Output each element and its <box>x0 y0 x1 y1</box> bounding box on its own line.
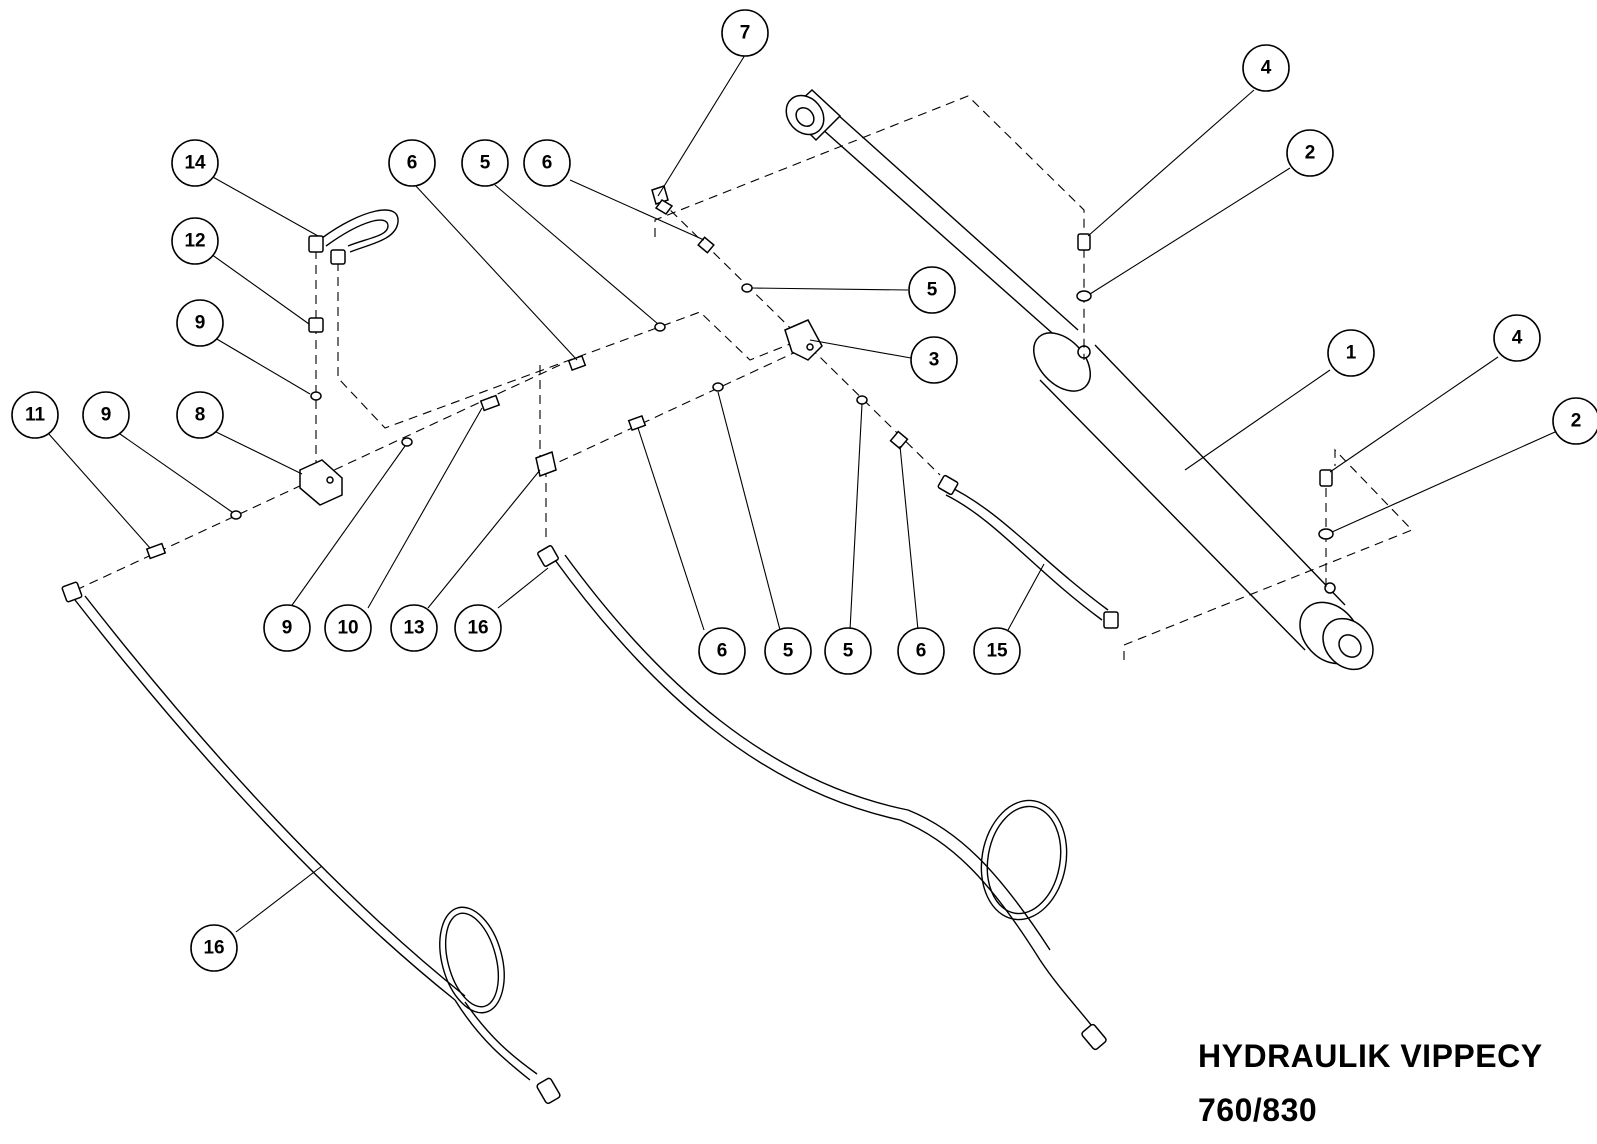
callout-part-15: 15 <box>973 627 1021 675</box>
callout-label: 7 <box>740 23 751 44</box>
callout-label: 16 <box>467 618 488 639</box>
callout-part-10: 10 <box>324 604 372 652</box>
callout-label: 15 <box>986 641 1008 662</box>
callout-part-6-bottom-a: 6 <box>698 627 746 675</box>
fittings <box>145 185 1334 560</box>
callout-part-8: 8 <box>176 391 224 439</box>
callout-part-5-bottom-b: 5 <box>824 627 872 675</box>
callout-label: 11 <box>25 405 46 426</box>
callout-part-5-bottom-a: 5 <box>764 627 812 675</box>
callout-part-9-upper: 9 <box>176 299 224 347</box>
callout-part-2-upper: 2 <box>1286 129 1334 177</box>
callout-label: 16 <box>203 938 224 959</box>
callout-part-9-bottom: 9 <box>263 604 311 652</box>
callout-part-6-left: 6 <box>388 139 436 187</box>
callout-part-6-top: 6 <box>523 139 571 187</box>
callout-part-16-upper: 16 <box>454 604 502 652</box>
callout-part-4-upper: 4 <box>1242 44 1290 92</box>
callouts: 1 2 2 3 4 4 5 5 5 5 5 6 <box>11 9 1597 972</box>
callout-label: 3 <box>929 350 940 371</box>
callout-label: 9 <box>195 313 206 334</box>
callout-label: 2 <box>1571 411 1582 432</box>
callout-label: 5 <box>927 280 938 301</box>
callout-part-14: 14 <box>171 139 219 187</box>
diagram-title: HYDRAULIK VIPPECY <box>1198 1038 1543 1074</box>
callout-label: 5 <box>783 641 794 662</box>
callout-label: 14 <box>184 153 206 174</box>
callout-part-1: 1 <box>1327 329 1375 377</box>
callout-part-11: 11 <box>11 391 59 439</box>
callout-part-7: 7 <box>721 9 769 57</box>
callout-label: 4 <box>1512 328 1523 349</box>
callout-part-4-lower: 4 <box>1493 314 1541 362</box>
callout-label: 6 <box>542 153 553 174</box>
callout-label: 9 <box>282 618 293 639</box>
callout-part-12: 12 <box>171 217 219 265</box>
callout-label: 4 <box>1261 58 1272 79</box>
callout-label: 6 <box>407 153 418 174</box>
callout-label: 13 <box>403 618 424 639</box>
callout-part-5-right: 5 <box>908 266 956 314</box>
callout-label: 1 <box>1346 343 1357 364</box>
callout-label: 2 <box>1305 143 1316 164</box>
hydraulic-cylinder <box>785 88 1374 671</box>
callout-part-9-left: 9 <box>82 391 130 439</box>
diagram-model-number: 760/830 <box>1198 1092 1318 1128</box>
callout-part-13: 13 <box>390 604 438 652</box>
callout-label: 5 <box>480 153 491 174</box>
callout-part-2-lower: 2 <box>1552 397 1597 445</box>
callout-label: 6 <box>916 641 927 662</box>
callout-label: 10 <box>337 618 358 639</box>
callout-label: 12 <box>184 231 205 252</box>
callout-label: 5 <box>843 641 854 662</box>
leader-lines <box>47 54 1556 933</box>
hoses <box>61 474 1119 1105</box>
callout-label: 8 <box>195 405 206 426</box>
assembly-dashed-lines <box>75 95 1413 660</box>
callout-part-6-bottom-b: 6 <box>897 627 945 675</box>
callout-part-16-lower: 16 <box>190 924 238 972</box>
callout-label: 9 <box>101 405 112 426</box>
callout-part-5-top: 5 <box>461 139 509 187</box>
callout-label: 6 <box>717 641 728 662</box>
callout-part-3: 3 <box>910 336 958 384</box>
